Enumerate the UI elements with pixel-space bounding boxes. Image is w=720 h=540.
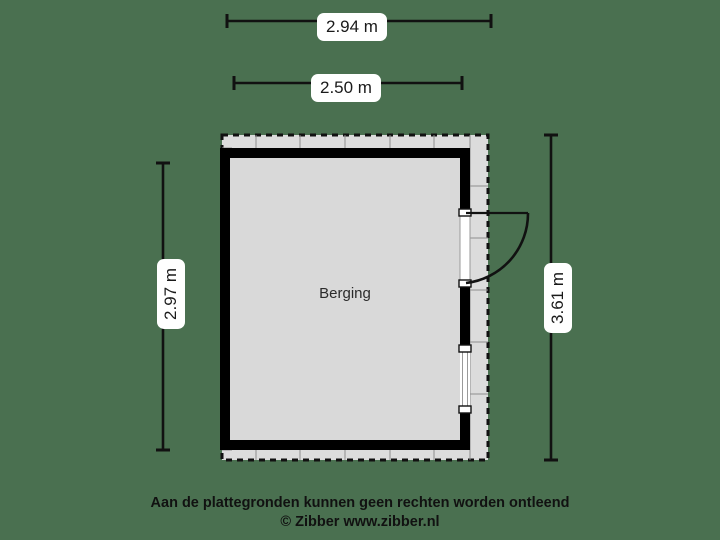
- footer-disclaimer: Aan de plattegronden kunnen geen rechten…: [0, 494, 720, 532]
- footer-line-disclaimer: Aan de plattegronden kunnen geen rechten…: [150, 495, 570, 511]
- dimension-label-top-inner: 2.50 m: [311, 74, 381, 102]
- room-interior-berging: [230, 158, 460, 440]
- footer-line-copyright: © Zibber www.zibber.nl: [280, 514, 440, 530]
- dimension-label-top-outer: 2.94 m: [317, 13, 387, 41]
- door-opening: [458, 208, 530, 288]
- window-opening: [458, 344, 472, 414]
- room-label-berging: Berging: [319, 285, 371, 302]
